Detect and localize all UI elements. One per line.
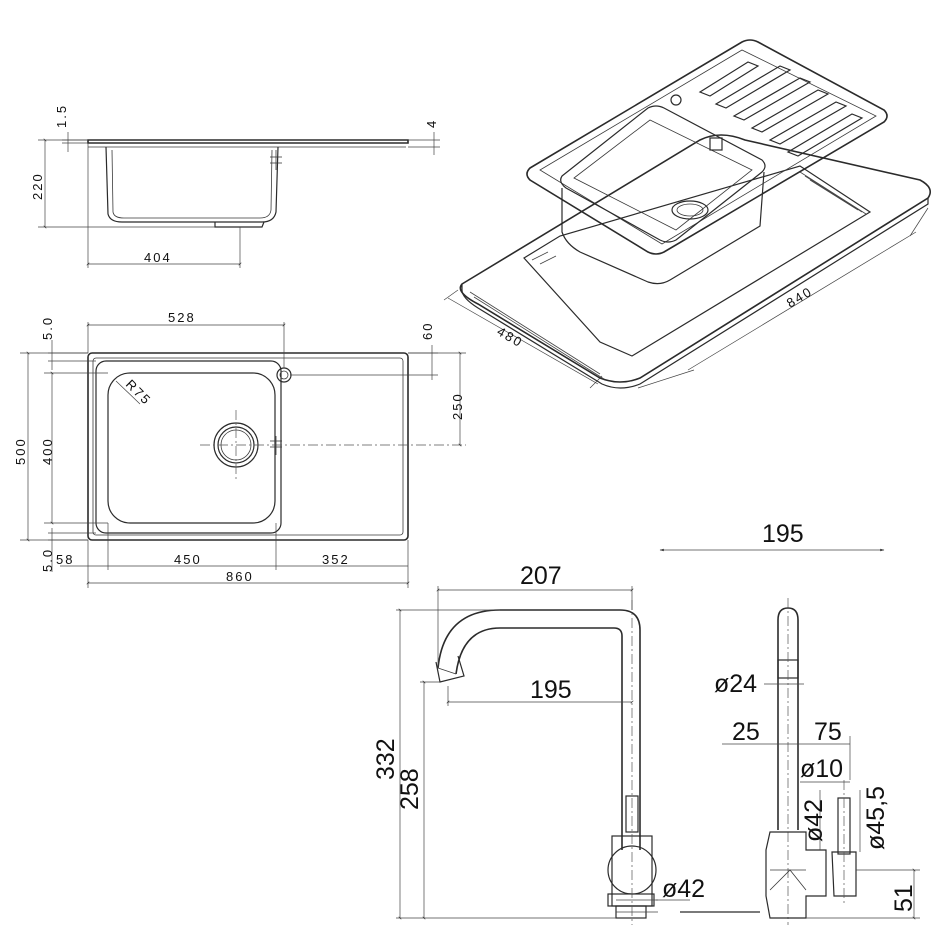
dim-drain-offset: 250 bbox=[450, 392, 465, 420]
tap-side-view: 195 ø24 25 75 ø10 ø42 ø45,5 51 bbox=[659, 520, 920, 925]
dim-rim: 1.5 bbox=[54, 104, 69, 128]
dim-margin-top: 5.0 bbox=[40, 316, 55, 340]
dim-left-margin: 58 bbox=[56, 552, 74, 567]
dim-hole-offset: 60 bbox=[420, 322, 435, 340]
dim-total-width: 860 bbox=[226, 569, 254, 584]
dim-depth: 220 bbox=[30, 172, 45, 200]
top-view: R75 528 5.0 60 250 500 400 5.0 bbox=[13, 310, 466, 588]
dim-iso-depth: 480 bbox=[495, 324, 526, 351]
dim-drainer-width: 352 bbox=[322, 552, 350, 567]
dim-iso-width: 840 bbox=[784, 283, 815, 310]
dim-height-total: 332 bbox=[372, 738, 400, 780]
tap-front-view: 207 195 332 258 ø42 bbox=[372, 562, 760, 925]
dim-spout-dia: ø24 bbox=[714, 670, 757, 698]
dim-lever-dia: ø10 bbox=[800, 755, 843, 783]
side-view: 1.5 4 220 404 bbox=[30, 104, 440, 268]
dim-reach-top: 195 bbox=[762, 520, 804, 548]
dim-offset-b: 75 bbox=[814, 718, 842, 746]
dim-bowl-depth: 400 bbox=[40, 437, 55, 465]
dim-reach: 195 bbox=[530, 676, 572, 704]
dim-bowl-length: 528 bbox=[168, 310, 196, 325]
dim-total-depth: 500 bbox=[13, 437, 28, 465]
dim-base-dia: ø42 bbox=[662, 875, 705, 903]
dim-base-height: 51 bbox=[890, 884, 918, 912]
dim-flange-dia: ø45,5 bbox=[862, 786, 890, 850]
dim-width: 404 bbox=[144, 250, 172, 265]
dim-margin-bottom: 5.0 bbox=[40, 548, 55, 572]
dim-thickness: 4 bbox=[424, 119, 439, 128]
dim-height-spout: 258 bbox=[396, 768, 424, 810]
iso-view: 480 840 bbox=[443, 39, 931, 389]
dim-offset-a: 25 bbox=[732, 718, 760, 746]
dim-spout-width: 207 bbox=[520, 562, 562, 590]
dim-body-dia: ø42 bbox=[800, 799, 828, 842]
dim-bowl-width: 450 bbox=[174, 552, 202, 567]
